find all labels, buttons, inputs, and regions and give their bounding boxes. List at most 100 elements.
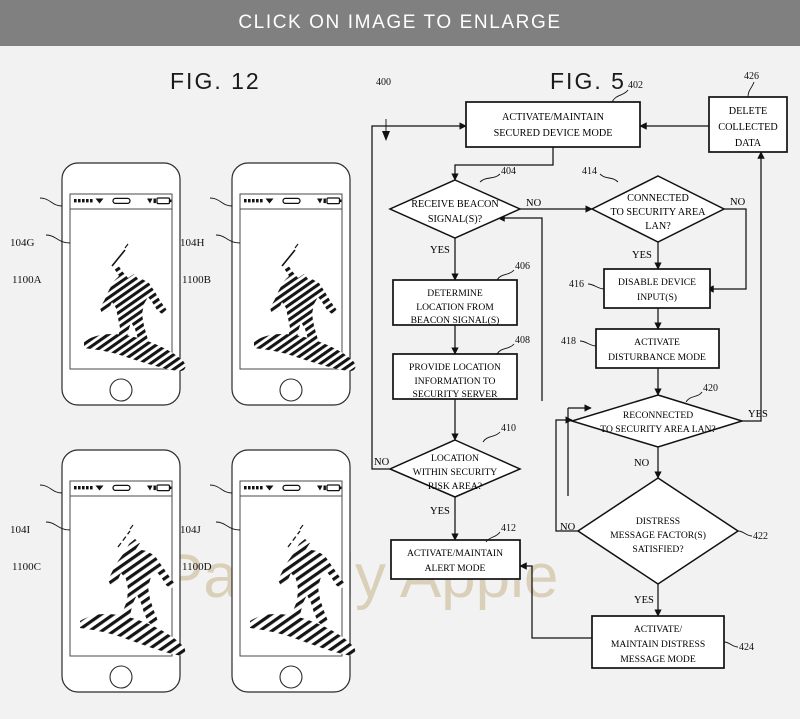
battery-level-icon <box>153 485 156 491</box>
flow-edges <box>451 147 662 617</box>
svg-text:DETERMINE: DETERMINE <box>427 288 483 299</box>
reflbl-406: 406 <box>515 261 530 272</box>
wifi-icon <box>265 198 274 204</box>
diagram-ref-arrow <box>382 131 390 141</box>
svg-text:DELETE: DELETE <box>729 106 767 117</box>
reflbl-418: 418 <box>561 336 576 347</box>
ref-1100d: 1100D <box>182 561 212 573</box>
ref-104i: 104I <box>10 524 31 536</box>
fig12-drawing <box>39 162 356 693</box>
svg-text:SECURED DEVICE MODE: SECURED DEVICE MODE <box>494 128 613 139</box>
node-402: ACTIVATE/MAINTAIN SECURED DEVICE MODE <box>465 101 641 148</box>
svg-text:LOCATION: LOCATION <box>431 453 479 464</box>
node-404: RECEIVE BEACON SIGNAL(S)? <box>388 179 522 239</box>
svg-text:NO: NO <box>730 197 746 208</box>
enlarge-banner-label: CLICK ON IMAGE TO ENLARGE <box>238 12 562 33</box>
reflbl-400: 400 <box>376 77 391 88</box>
leader-lines <box>39 197 241 531</box>
svg-text:NO: NO <box>374 457 390 468</box>
signal-dots-icon <box>74 486 93 490</box>
status-bar-a <box>70 197 172 210</box>
reflbl-408: 408 <box>515 335 530 346</box>
reflbl-414: 414 <box>582 166 597 177</box>
svg-text:NO: NO <box>634 458 650 469</box>
node-408: PROVIDE LOCATION INFORMATION TO SECURITY… <box>392 353 518 400</box>
node-412: ACTIVATE/MAINTAIN ALERT MODE <box>390 539 521 580</box>
fig5-title: FIG. 5 <box>550 68 626 94</box>
svg-text:DISTRESS: DISTRESS <box>636 516 680 527</box>
svg-text:LOCATION FROM: LOCATION FROM <box>416 302 494 313</box>
svg-text:WITHIN SECURITY: WITHIN SECURITY <box>413 467 498 478</box>
wifi-icon <box>95 485 104 491</box>
svg-text:ACTIVATE/MAINTAIN: ACTIVATE/MAINTAIN <box>407 548 503 559</box>
svg-text:NO: NO <box>526 198 542 209</box>
phone-mockup-a <box>61 162 186 406</box>
phone-mockup-d <box>231 449 356 693</box>
svg-text:YES: YES <box>430 506 450 517</box>
reflbl-416: 416 <box>569 279 584 290</box>
reflbl-412: 412 <box>501 523 516 534</box>
branch-labels: NO YES NO YES NO YES YES NO NO YES <box>374 197 768 606</box>
pill-icon <box>282 197 301 205</box>
wifi-icon <box>95 198 104 204</box>
svg-text:MESSAGE FACTOR(S): MESSAGE FACTOR(S) <box>610 530 706 541</box>
svg-text:DATA: DATA <box>735 138 762 149</box>
svg-text:DISTURBANCE MODE: DISTURBANCE MODE <box>608 352 706 363</box>
bluetooth-icon <box>147 198 153 204</box>
phone-mockup-b <box>231 162 356 406</box>
status-bar-d <box>240 484 342 497</box>
node-414: CONNECTED TO SECURITY AREA LAN? <box>590 175 726 243</box>
svg-text:LAN?: LAN? <box>645 221 671 232</box>
reflbl-424: 424 <box>739 642 754 653</box>
svg-text:SATISFIED?: SATISFIED? <box>632 544 683 555</box>
reflbl-404: 404 <box>501 166 516 177</box>
svg-text:RECONNECTED: RECONNECTED <box>623 410 693 421</box>
svg-text:CONNECTED: CONNECTED <box>627 193 689 204</box>
svg-text:MESSAGE MODE: MESSAGE MODE <box>620 654 696 665</box>
status-bar-b <box>240 197 342 210</box>
reflbl-426: 426 <box>744 71 759 82</box>
status-bar-c <box>70 484 172 497</box>
svg-text:INPUT(S): INPUT(S) <box>637 292 677 303</box>
node-416: DISABLE DEVICE INPUT(S) <box>603 268 711 309</box>
flow-edges-routed <box>371 122 765 639</box>
svg-text:ACTIVATE/: ACTIVATE/ <box>634 624 683 635</box>
patent-figure-sheet: FIG. 12 FIG. 5 Patently Apple <box>0 46 800 719</box>
node-420: RECONNECTED TO SECURITY AREA LAN? <box>569 394 745 448</box>
enlarge-banner[interactable]: CLICK ON IMAGE TO ENLARGE <box>0 0 800 46</box>
wifi-icon <box>265 485 274 491</box>
pill-icon <box>112 484 131 492</box>
ref-1100a: 1100A <box>12 274 42 286</box>
svg-text:SIGNAL(S)?: SIGNAL(S)? <box>428 214 483 225</box>
node-418: ACTIVATE DISTURBANCE MODE <box>595 328 720 369</box>
svg-text:ACTIVATE/MAINTAIN: ACTIVATE/MAINTAIN <box>502 112 605 123</box>
fig5-flowchart: ACTIVATE/MAINTAIN SECURED DEVICE MODE DE… <box>371 71 788 669</box>
ref-104j: 104J <box>180 524 201 536</box>
bluetooth-icon <box>147 485 153 491</box>
svg-text:BEACON SIGNAL(S): BEACON SIGNAL(S) <box>411 315 500 326</box>
flow-ref-numbers: 402 426 404 414 406 416 418 408 420 410 … <box>376 71 768 653</box>
svg-text:NO: NO <box>560 522 576 533</box>
svg-text:YES: YES <box>748 409 768 420</box>
svg-text:YES: YES <box>632 250 652 261</box>
pill-icon <box>282 484 301 492</box>
reflbl-422: 422 <box>753 531 768 542</box>
node-426: DELETE COLLECTED DATA <box>708 96 788 153</box>
svg-text:RECEIVE BEACON: RECEIVE BEACON <box>411 199 499 210</box>
battery-level-icon <box>323 198 326 204</box>
svg-text:PROVIDE LOCATION: PROVIDE LOCATION <box>409 362 501 373</box>
ref-104h: 104H <box>180 237 205 249</box>
reflbl-402: 402 <box>628 80 643 91</box>
reflbl-410: 410 <box>501 423 516 434</box>
svg-text:TO SECURITY AREA: TO SECURITY AREA <box>610 207 706 218</box>
node-424: ACTIVATE/ MAINTAIN DISTRESS MESSAGE MODE <box>591 615 725 669</box>
svg-text:YES: YES <box>430 245 450 256</box>
pill-icon <box>112 197 131 205</box>
signal-dots-icon <box>74 199 93 203</box>
svg-text:TO SECURITY AREA LAN?: TO SECURITY AREA LAN? <box>600 424 715 435</box>
node-410: LOCATION WITHIN SECURITY RISK AREA? <box>388 439 522 498</box>
fig12-title: FIG. 12 <box>170 68 261 94</box>
svg-text:SECURITY SERVER: SECURITY SERVER <box>413 389 499 400</box>
svg-text:INFORMATION TO: INFORMATION TO <box>415 376 496 387</box>
ref-1100c: 1100C <box>12 561 41 573</box>
